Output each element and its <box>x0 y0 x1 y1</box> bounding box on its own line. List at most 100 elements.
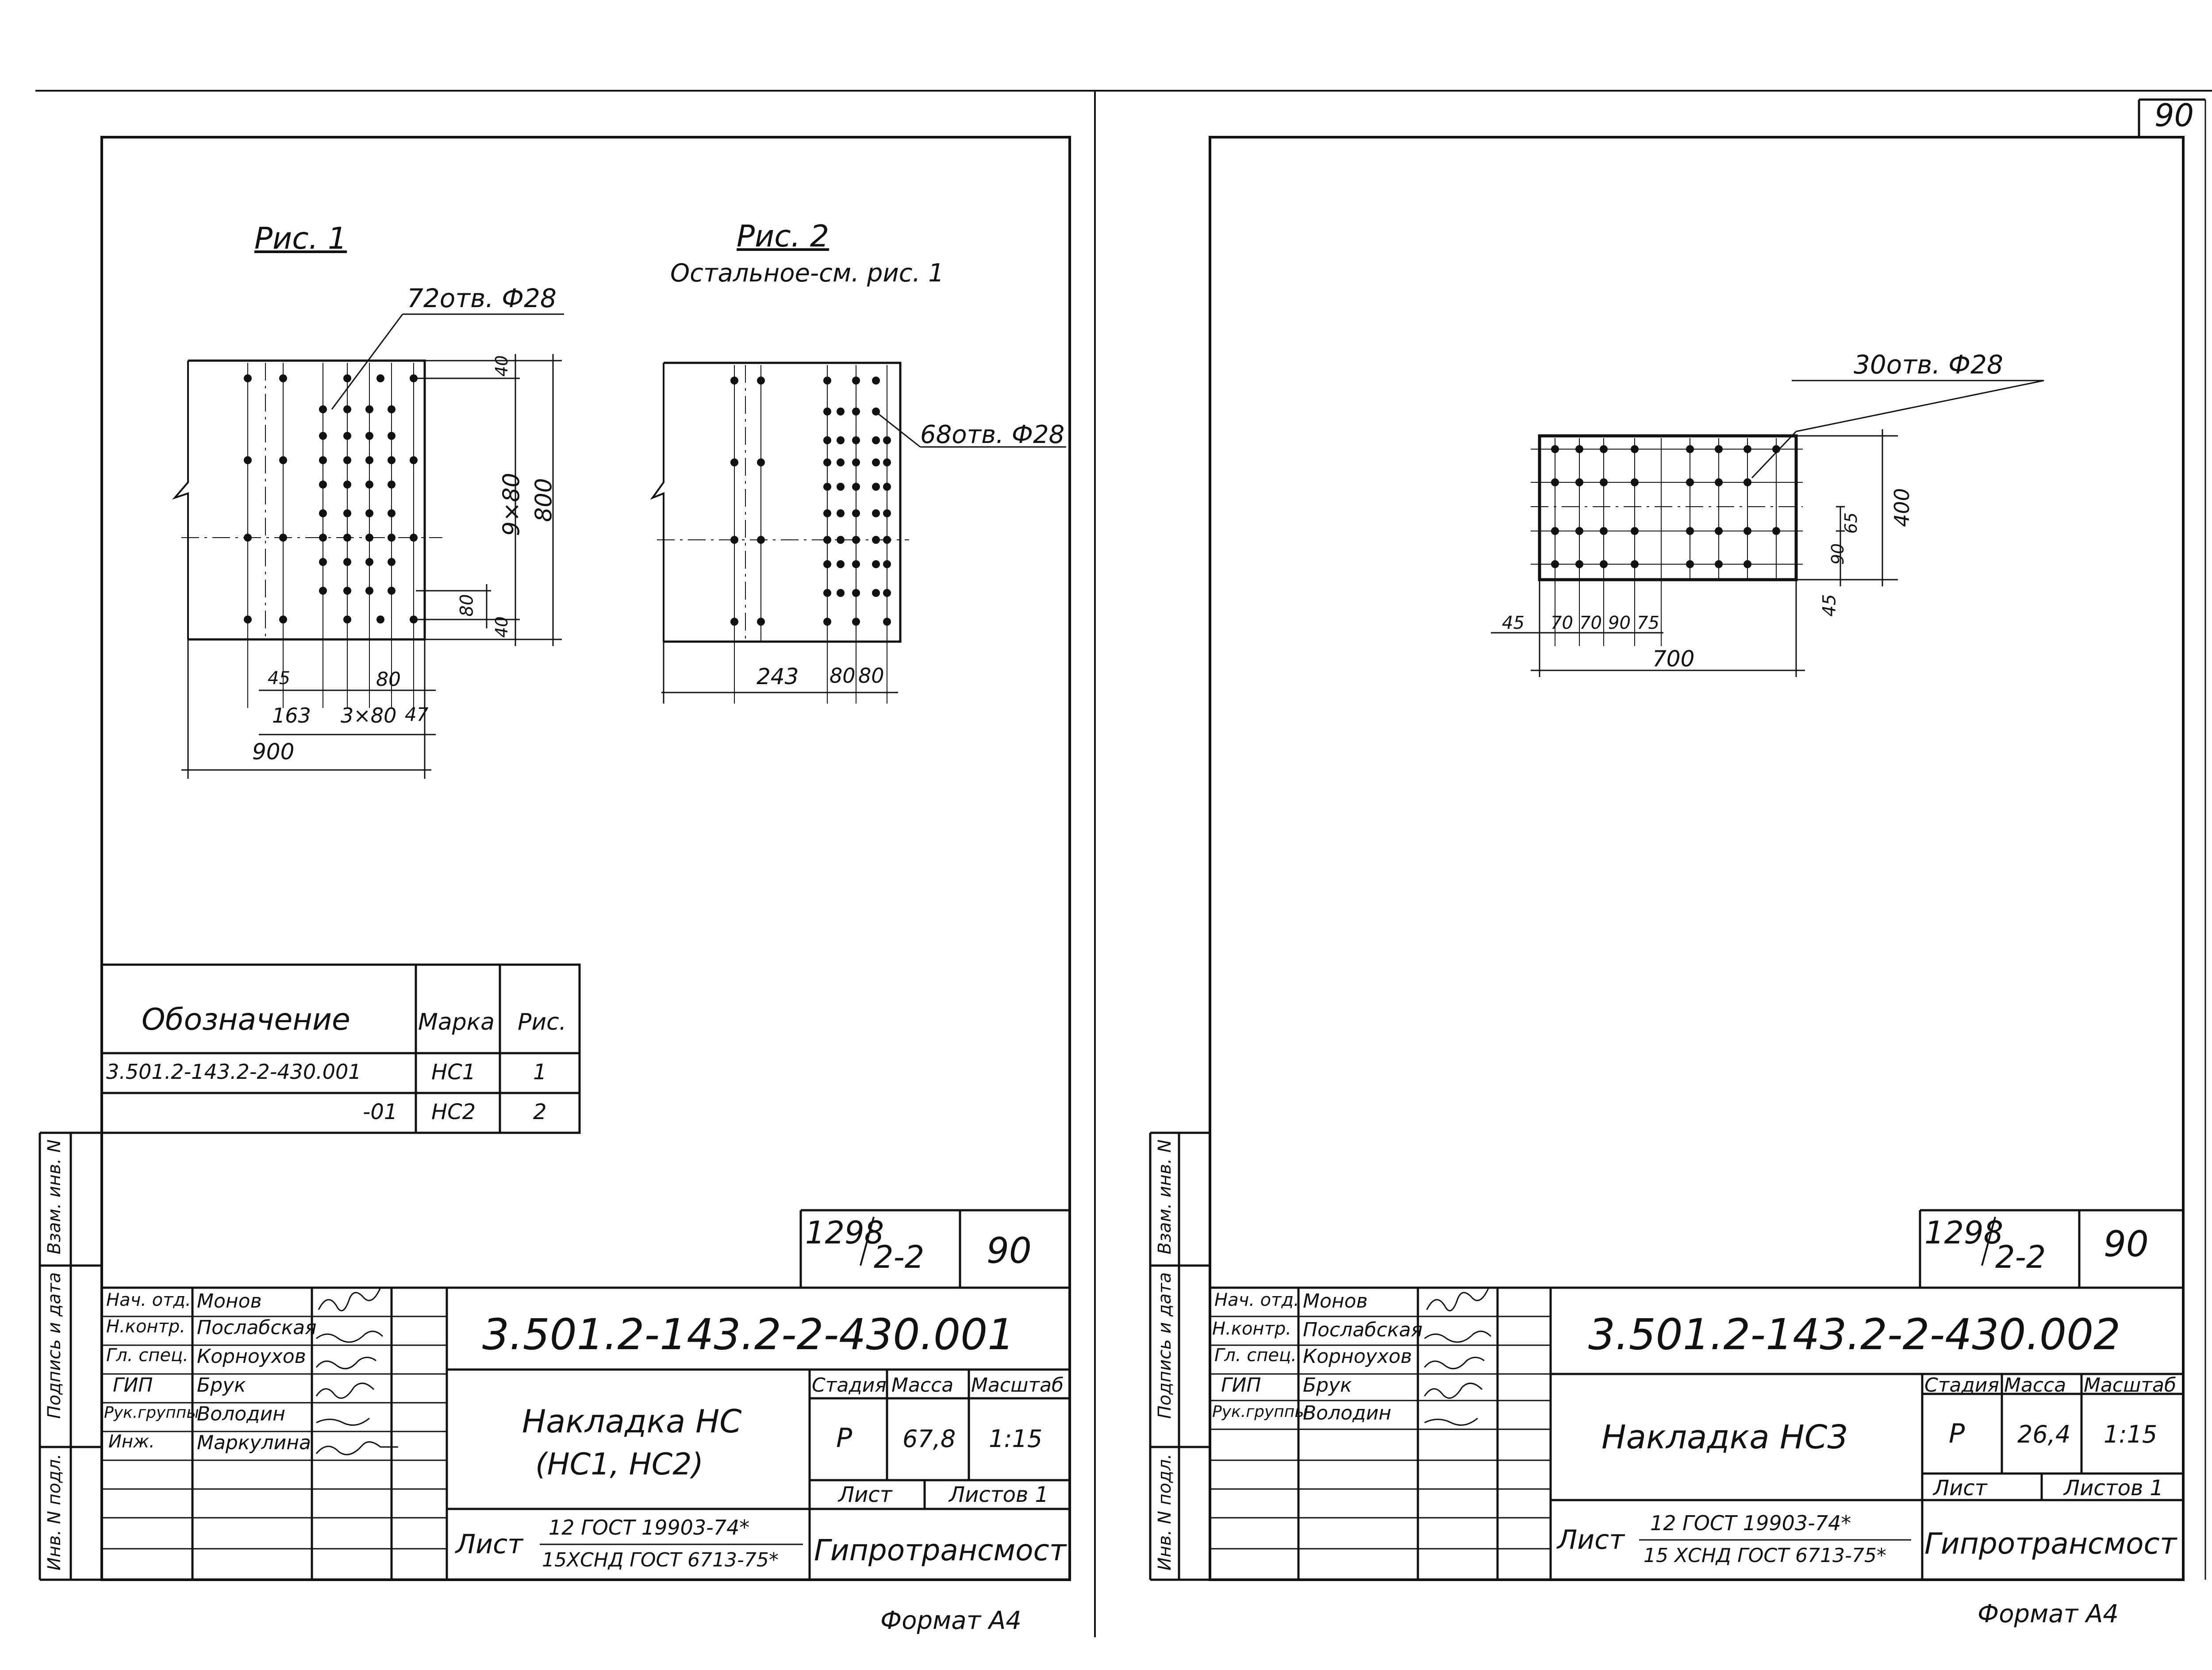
fig2-dimlines <box>661 413 1066 704</box>
fig2-holes <box>730 377 891 626</box>
left-format: Формат А4 <box>880 1606 1022 1635</box>
fig1-dim-163: 163 <box>272 704 311 727</box>
right-staff-role-3: Гл. спец. <box>1214 1345 1297 1366</box>
left-staff-name-6: Маркулина <box>197 1431 311 1454</box>
spec-header-mark: Марка <box>418 1009 495 1035</box>
fig2-dim-243: 243 <box>757 664 799 689</box>
left-album-num: 1298 <box>805 1215 884 1251</box>
left-sheets-label: Листов 1 <box>949 1482 1049 1507</box>
fig3-dim-700: 700 <box>1652 646 1695 672</box>
right-material-bottom: 15 ХСНД ГОСТ 6713-75* <box>1644 1544 1886 1567</box>
fig1-dim-900: 900 <box>252 739 295 765</box>
right-staff-role-5: Рук.группы <box>1212 1403 1307 1421</box>
fig3-dim-45-v: 45 <box>1819 594 1840 617</box>
fig3-dimlines <box>1491 380 2044 677</box>
left-staff-role-6: Инж. <box>108 1431 155 1452</box>
left-staff-name-3: Корноухов <box>197 1345 306 1368</box>
spec-row2-mark: НС2 <box>431 1100 476 1124</box>
fig3-dim-70a: 70 <box>1551 613 1573 633</box>
right-scale-label: Масштаб <box>2084 1374 2177 1397</box>
right-doc-name: Накладка НС3 <box>1601 1418 1848 1456</box>
right-material-top: 12 ГОСТ 19903-74* <box>1650 1511 1851 1535</box>
right-stage-label: Стадия <box>1924 1374 1999 1397</box>
fig3-dim-75: 75 <box>1637 613 1659 633</box>
right-staff-role-1: Нач. отд. <box>1214 1290 1299 1310</box>
right-mass: 26,4 <box>2017 1420 2071 1448</box>
fig2-title: Рис. 2 <box>737 219 830 254</box>
fig3-dim-65: 65 <box>1841 512 1861 534</box>
spec-row1-designation: 3.501.2-143.2-2-430.001 <box>106 1060 361 1084</box>
right-side-label-inventory: Инв. N подл. <box>1155 1454 1175 1571</box>
left-material-top: 12 ГОСТ 19903-74* <box>549 1516 750 1539</box>
right-side-label-signature: Подпись и дата <box>1155 1272 1175 1419</box>
fig2-gridlines <box>657 365 909 704</box>
right-staff-name-3: Корноухов <box>1303 1345 1412 1368</box>
right-format: Формат А4 <box>1978 1600 2119 1628</box>
right-side-label-replace: Взам. инв. N <box>1155 1139 1175 1254</box>
fig2-dim-80b: 80 <box>858 664 884 688</box>
right-staff-role-2: Н.контр. <box>1212 1319 1291 1339</box>
left-staff-role-3: Гл. спец. <box>106 1345 188 1366</box>
left-staff-name-5: Володин <box>197 1403 285 1425</box>
left-staff-name-4: Брук <box>197 1374 246 1397</box>
left-mass: 67,8 <box>902 1425 956 1453</box>
spec-row2-designation: -01 <box>363 1100 398 1124</box>
right-sheet-no: 90 <box>2104 1224 2149 1265</box>
fig1-holes <box>244 374 418 623</box>
fig1-dim-47: 47 <box>405 704 429 725</box>
left-stage: Р <box>836 1423 853 1454</box>
fig2-dim-80a: 80 <box>830 664 856 688</box>
left-mass-label: Масса <box>891 1374 954 1397</box>
fig3-dim-45-h: 45 <box>1502 613 1525 633</box>
right-album-sub: 2-2 <box>1995 1239 2046 1275</box>
fig1-dimlines <box>181 313 564 779</box>
left-staff-role-2: Н.контр. <box>106 1316 185 1337</box>
right-org: Гипротрансмост <box>1924 1527 2177 1561</box>
right-sheet-label: Лист <box>1933 1476 1987 1501</box>
right-mass-label: Масса <box>2004 1374 2066 1397</box>
right-album-num: 1298 <box>1924 1215 2004 1251</box>
fig1-plate <box>172 359 426 641</box>
fig3-dim-70b: 70 <box>1579 613 1602 633</box>
spec-row1-mark: НС1 <box>431 1060 476 1085</box>
left-material-prefix: Лист <box>456 1529 523 1560</box>
left-sheet-no: 90 <box>987 1230 1032 1271</box>
fig1-dim-3x80: 3×80 <box>341 704 397 727</box>
fig1-dim-45: 45 <box>268 668 290 689</box>
left-staff-role-4: ГИП <box>113 1374 153 1397</box>
left-doc-name-2: (НС1, НС2) <box>535 1447 704 1482</box>
page-number: 90 <box>2154 97 2194 134</box>
left-doc-code: 3.501.2-143.2-2-430.001 <box>482 1310 1015 1359</box>
left-doc-name-1: Накладка НС <box>522 1403 742 1440</box>
fig3-holes <box>1551 445 1780 568</box>
left-scale-label: Масштаб <box>971 1374 1064 1397</box>
right-stage: Р <box>1949 1418 1965 1449</box>
left-staff-role-5: Рук.группы <box>104 1404 199 1422</box>
fig3-dim-90h: 90 <box>1608 613 1631 633</box>
right-doc-code: 3.501.2-143.2-2-430.002 <box>1588 1310 2121 1359</box>
fig2-holes-callout: 68отв. Ф28 <box>920 420 1065 449</box>
spec-header-fig: Рис. <box>518 1009 567 1035</box>
spec-row2-fig: 2 <box>533 1100 547 1124</box>
fig3-dim-400: 400 <box>1889 488 1914 527</box>
left-material-bottom: 15ХСНД ГОСТ 6713-75* <box>542 1549 779 1571</box>
left-staff-name-1: Монов <box>197 1290 262 1312</box>
right-material-prefix: Лист <box>1557 1524 1625 1555</box>
right-staff-name-4: Брук <box>1303 1374 1352 1397</box>
right-staff-name-2: Послабская <box>1303 1319 1423 1341</box>
fig1-title: Рис. 1 <box>254 221 347 256</box>
spec-header-designation: Обозначение <box>142 1002 350 1037</box>
fig3-dim-90: 90 <box>1828 543 1848 565</box>
fig2-subtitle: Остальное-см. рис. 1 <box>670 259 944 288</box>
left-stage-label: Стадия <box>812 1374 887 1397</box>
fig2-plate <box>650 362 902 643</box>
right-staff-name-5: Володин <box>1303 1402 1391 1424</box>
fig3-plate <box>1538 434 1798 581</box>
left-staff-role-1: Нач. отд. <box>106 1290 191 1310</box>
right-scale: 1:15 <box>2104 1420 2158 1448</box>
right-staff-name-1: Монов <box>1303 1290 1368 1312</box>
fig3-holes-callout: 30отв. Ф28 <box>1854 350 2003 380</box>
spec-row1-fig: 1 <box>533 1060 547 1085</box>
fig1-dim-80-bottom: 80 <box>376 668 401 691</box>
